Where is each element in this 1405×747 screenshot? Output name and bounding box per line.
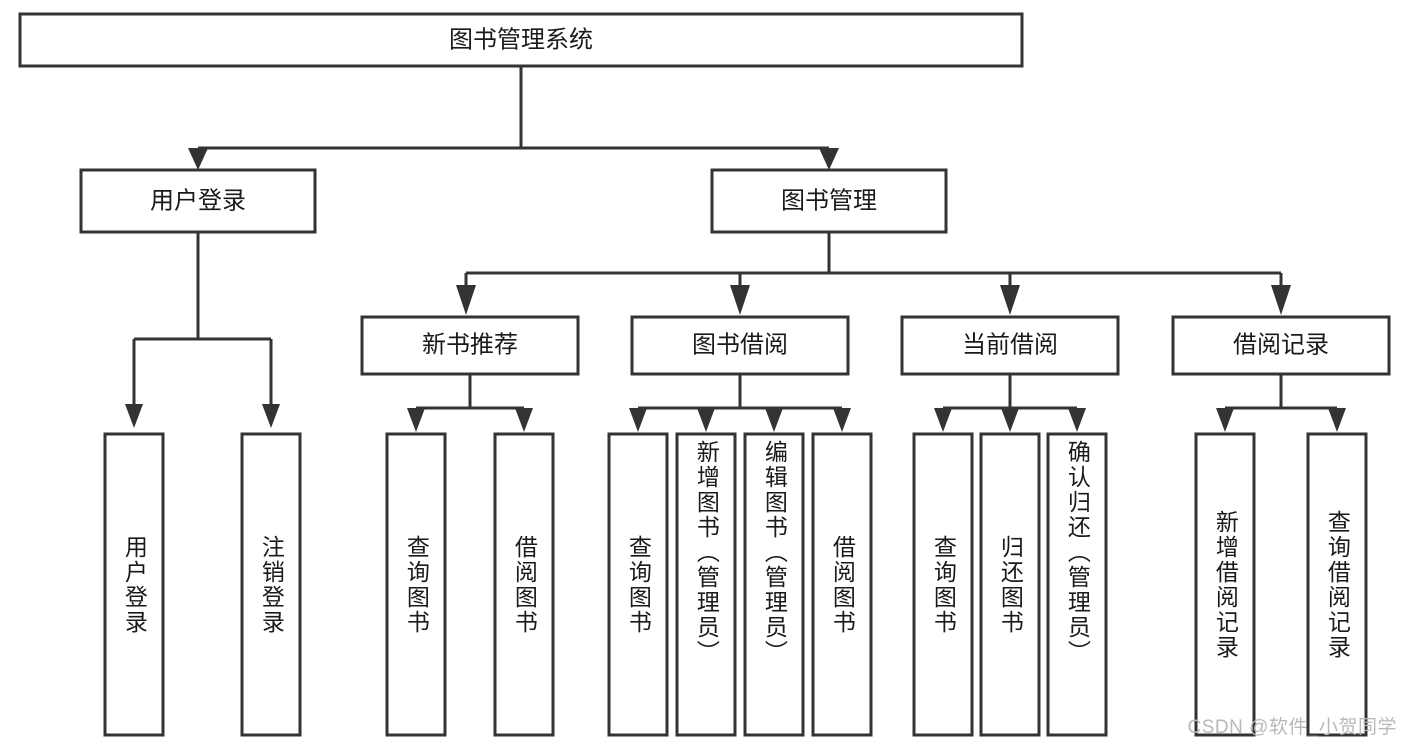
node-borrow-record-label: 借阅记录 xyxy=(1233,331,1329,358)
node-current-borrow-label: 当前借阅 xyxy=(962,331,1058,358)
leaf-box[interactable] xyxy=(240,432,302,737)
arrow-head-icon xyxy=(934,408,952,432)
leaf-box[interactable] xyxy=(675,432,737,737)
arrow-head-icon xyxy=(1216,408,1234,432)
arrow-head-icon xyxy=(765,408,783,432)
arrow-head-icon xyxy=(629,408,647,432)
node-new-book-recommend-label: 新书推荐 xyxy=(422,331,518,358)
arrow-head-icon xyxy=(730,285,750,315)
node-book-borrow[interactable]: 图书借阅 xyxy=(630,315,850,376)
node-user-login-label: 用户登录 xyxy=(150,187,246,214)
arrow-head-icon xyxy=(1001,408,1019,432)
leaf-box[interactable] xyxy=(912,432,974,737)
arrow-head-icon xyxy=(819,148,839,170)
leaf-box[interactable] xyxy=(1194,432,1256,737)
leaf-box-group xyxy=(103,432,1368,737)
arrow-head-icon xyxy=(1000,285,1020,315)
arrow-head-icon xyxy=(262,404,280,428)
arrow-head-icon xyxy=(833,408,851,432)
arrow-head-icon xyxy=(456,285,476,315)
node-root-system[interactable]: 图书管理系统 xyxy=(18,12,1024,68)
node-current-borrow[interactable]: 当前借阅 xyxy=(900,315,1120,376)
node-user-login[interactable]: 用户登录 xyxy=(79,168,317,234)
leaf-box[interactable] xyxy=(743,432,805,737)
arrow-head-icon xyxy=(188,148,208,170)
arrow-head-icon xyxy=(697,408,715,432)
node-new-book-recommend[interactable]: 新书推荐 xyxy=(360,315,580,376)
leaf-box[interactable] xyxy=(811,432,873,737)
node-new-book-recommend-box[interactable] xyxy=(360,315,580,376)
watermark-text: CSDN @软件_小贺同学 xyxy=(1187,717,1397,738)
node-book-borrow-label: 图书借阅 xyxy=(692,331,788,358)
node-book-borrow-box[interactable] xyxy=(630,315,850,376)
leaf-box[interactable] xyxy=(1306,432,1368,737)
leaf-box[interactable] xyxy=(103,432,165,737)
leaf-box[interactable] xyxy=(1046,432,1108,737)
node-borrow-record[interactable]: 借阅记录 xyxy=(1171,315,1391,376)
leaf-box[interactable] xyxy=(607,432,669,737)
leaf-box[interactable] xyxy=(493,432,555,737)
node-user-login-box[interactable] xyxy=(79,168,317,234)
node-book-management[interactable]: 图书管理 xyxy=(710,168,948,234)
arrow-head-icon xyxy=(1328,408,1346,432)
arrow-head-icon xyxy=(1068,408,1086,432)
arrow-head-icon xyxy=(407,408,425,432)
leaf-box[interactable] xyxy=(385,432,447,737)
connector-group xyxy=(125,66,1346,432)
arrow-head-icon xyxy=(125,404,143,428)
node-root-box[interactable] xyxy=(18,12,1024,68)
node-book-management-label: 图书管理 xyxy=(781,187,877,214)
node-borrow-record-box[interactable] xyxy=(1171,315,1391,376)
arrow-head-icon xyxy=(1271,285,1291,315)
arrow-head-icon xyxy=(515,408,533,432)
leaf-box[interactable] xyxy=(979,432,1041,737)
node-root-label: 图书管理系统 xyxy=(449,26,593,53)
node-current-borrow-box[interactable] xyxy=(900,315,1120,376)
node-book-management-box[interactable] xyxy=(710,168,948,234)
